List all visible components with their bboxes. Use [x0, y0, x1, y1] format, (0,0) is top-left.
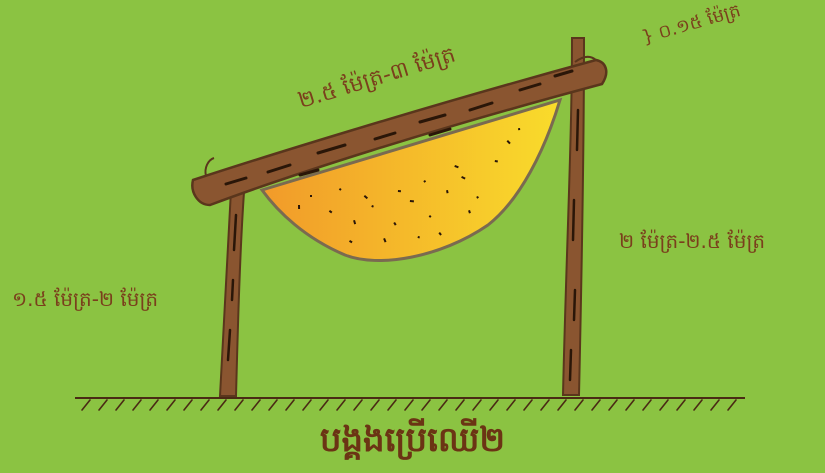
ground — [75, 398, 745, 410]
right-post-height-label: ២ ម៉ែត្រ-២.៥ ម៉ែត្រ — [619, 231, 765, 251]
diagram-title: បង្គងប្រើឈើ២ — [0, 423, 825, 457]
left-post-height-label: ១.៥ ម៉ែត្រ-២ ម៉ែត្រ — [12, 289, 158, 309]
